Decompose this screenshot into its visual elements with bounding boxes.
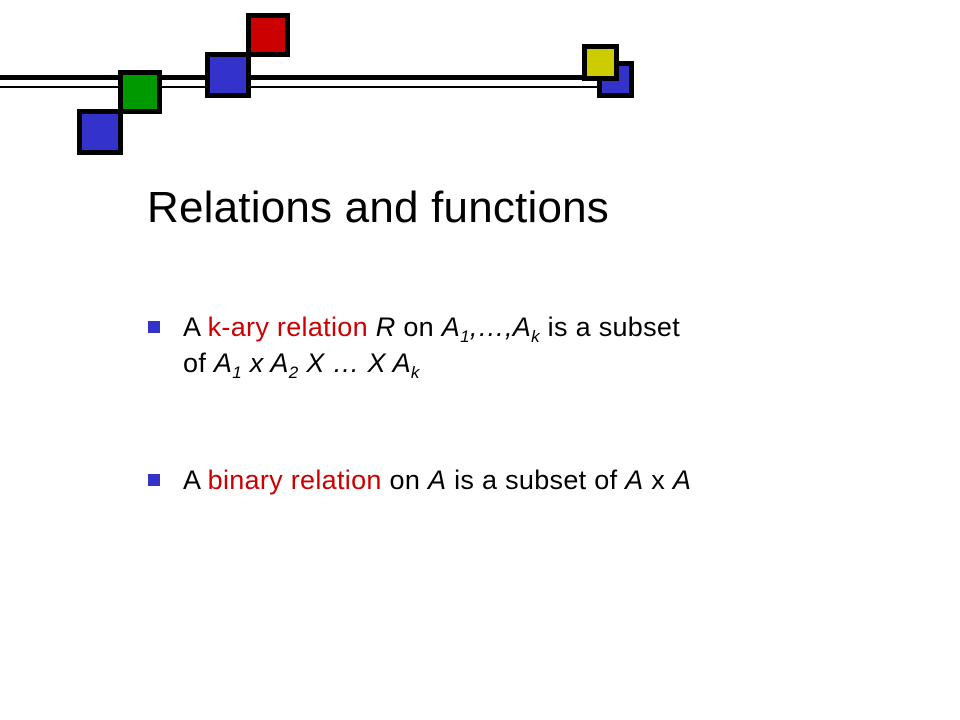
blue-square-middle: [205, 52, 251, 98]
bullet-square-icon: [148, 474, 160, 486]
bullet-text: A k-ary relation R on A1,…,Ak is a subse…: [183, 312, 681, 382]
top-rule-thick: [0, 75, 620, 80]
top-rule-thin: [0, 86, 620, 88]
bullet-square-icon: [148, 321, 160, 333]
slide-title: Relations and functions: [147, 183, 610, 232]
bullet-text: A binary relation on A is a subset of A …: [183, 465, 692, 495]
green-square: [118, 70, 162, 114]
red-square: [246, 13, 290, 57]
yellow-square: [582, 44, 619, 81]
blue-square-bottom-left: [77, 109, 123, 155]
